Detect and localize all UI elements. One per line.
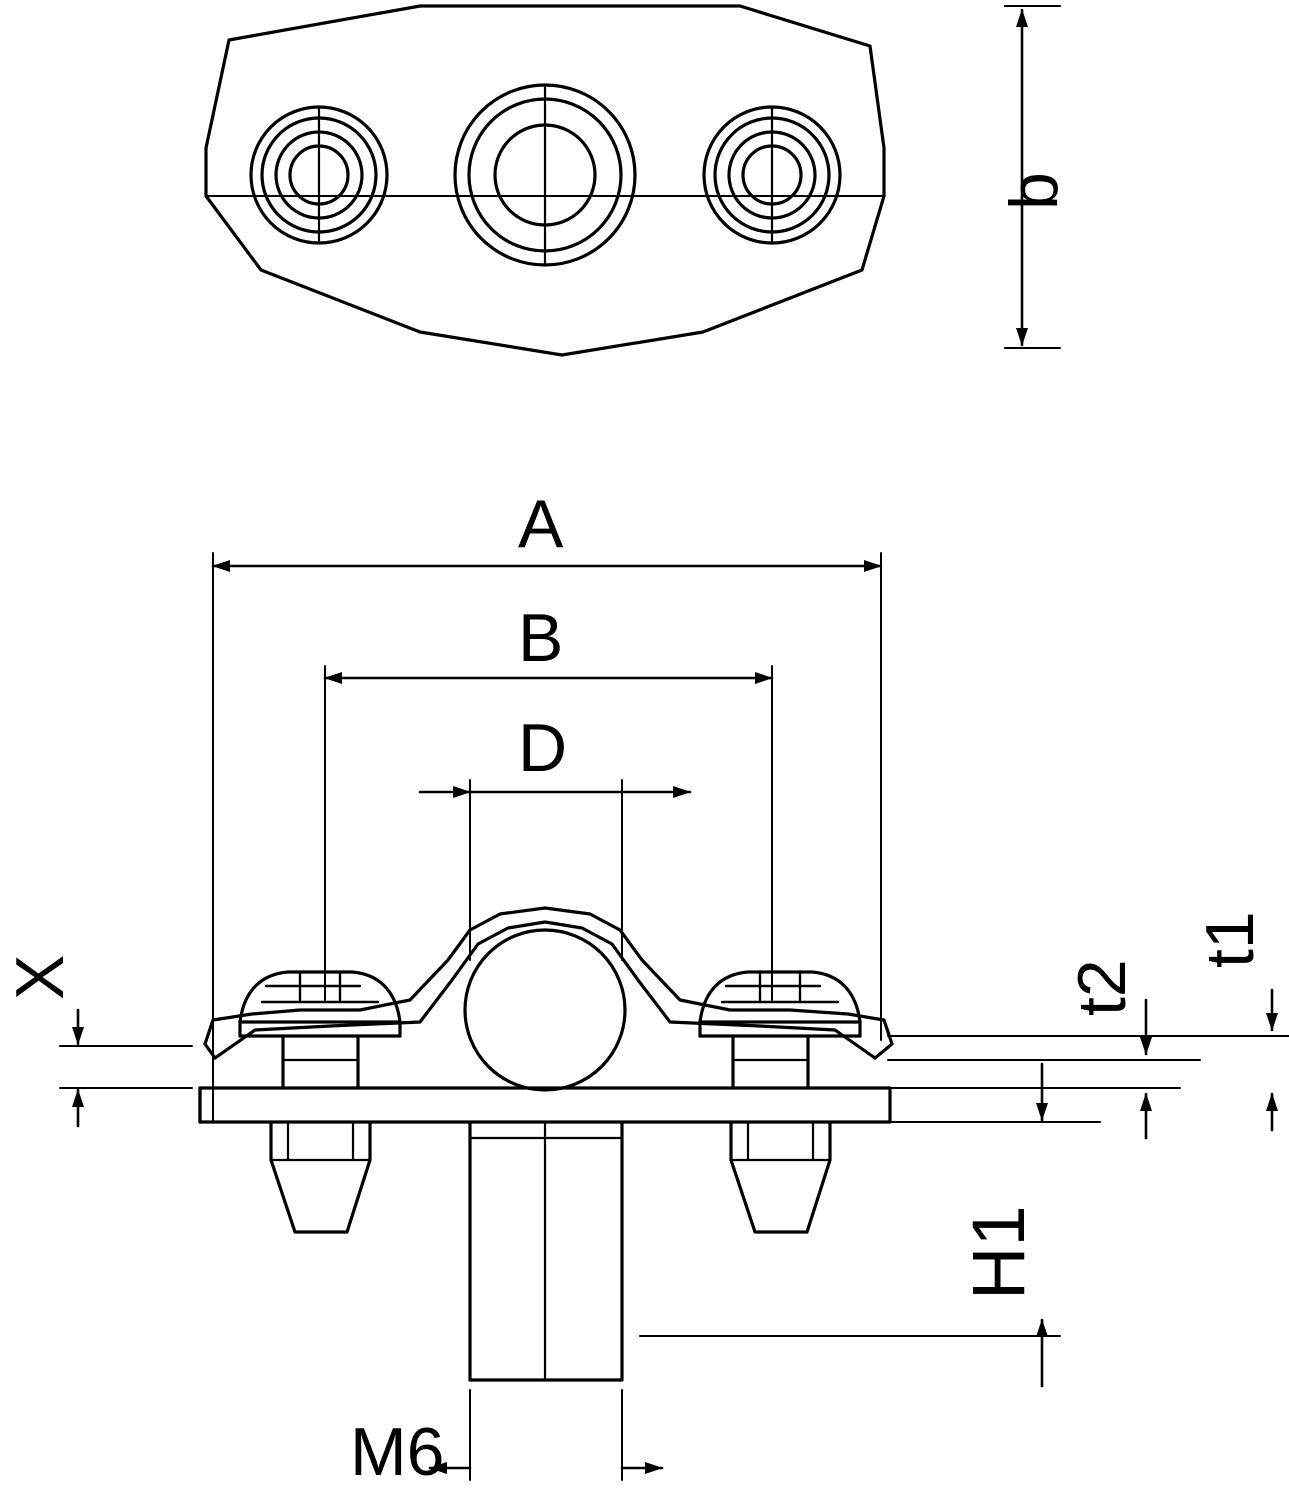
bolt-right (729, 1120, 832, 1234)
dimension-X (59, 1008, 193, 1128)
dimension-M6 (428, 1389, 664, 1481)
top-view-hole-left (249, 105, 389, 245)
dimension-label-t1: t1 (1192, 911, 1268, 968)
screw-head-right (698, 970, 862, 1038)
dimension-D (418, 779, 692, 961)
dimension-label-B: B (518, 600, 564, 676)
dimension-label-H1: H1 (957, 1205, 1040, 1300)
dimension-label-t2: t2 (1064, 959, 1140, 1016)
bolt-left (269, 1120, 372, 1234)
dimension-H1 (639, 1062, 1061, 1388)
dimension-label-M6: M6 (350, 1414, 445, 1490)
center-stud (468, 1120, 624, 1382)
dimension-label-D: D (518, 710, 568, 786)
dimension-label-A: A (518, 486, 564, 562)
clamp-saddle (203, 906, 894, 1060)
dimension-B (323, 665, 774, 1001)
clamp-pipe-circle (463, 928, 627, 1092)
dimension-label-b: b (996, 172, 1072, 210)
dimension-b (1004, 5, 1061, 349)
screw-head-left (238, 970, 402, 1038)
top-view-hole-center (453, 83, 637, 267)
dimension-A (211, 552, 883, 1121)
dimension-label-X: X (2, 954, 78, 1000)
top-view-hole-right (702, 105, 842, 245)
screw-shaft-left (281, 1034, 360, 1090)
dimension-t1-t2 (887, 988, 1289, 1140)
screw-shaft-right (731, 1034, 810, 1090)
base-plate (198, 1086, 892, 1124)
